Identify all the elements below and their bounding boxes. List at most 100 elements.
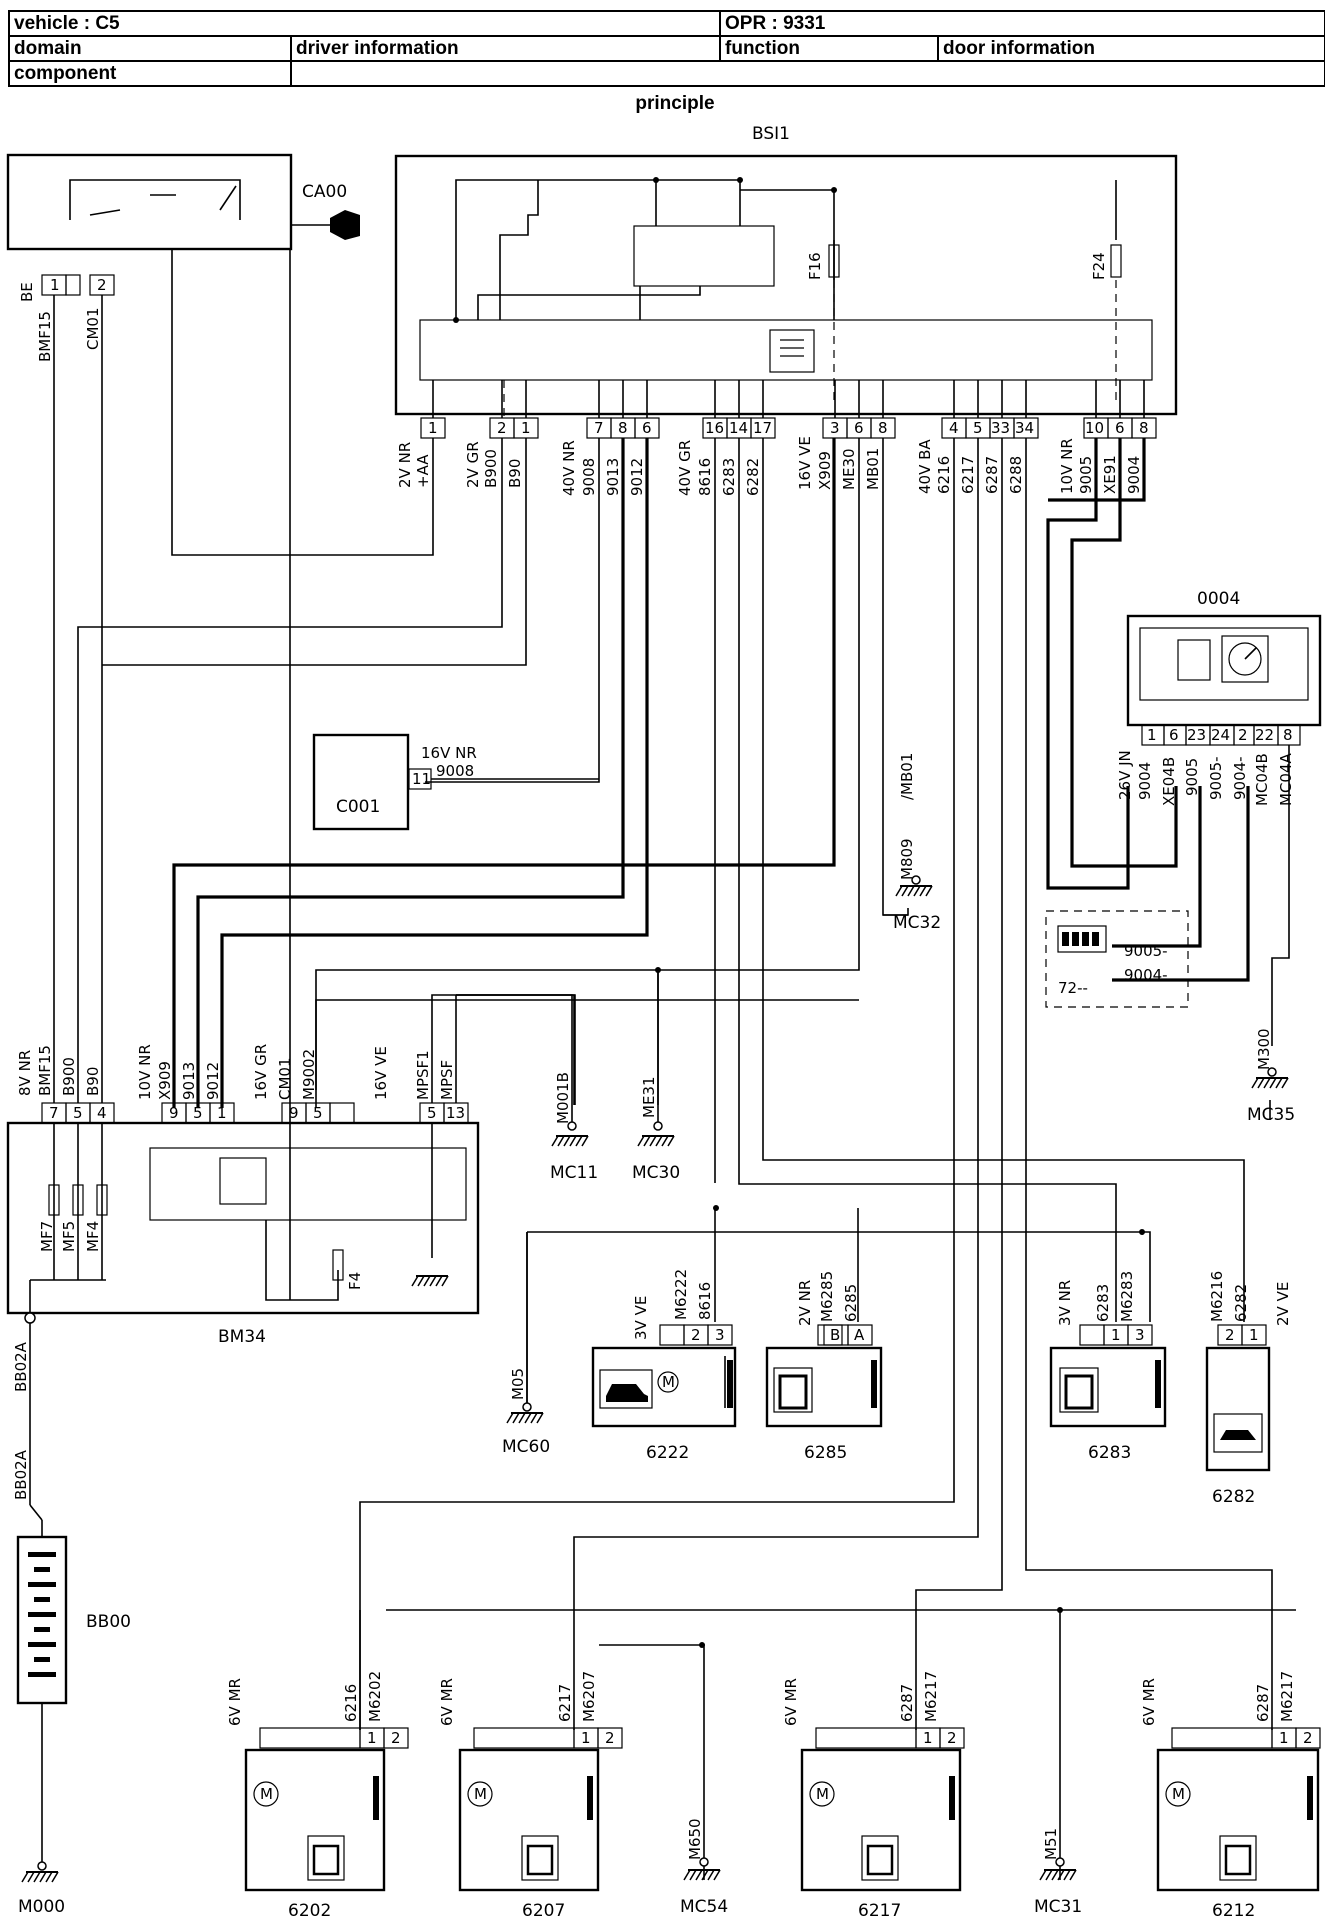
function-label: function xyxy=(719,35,940,62)
door-unit-6202: 6V MR 6216 M6202 1 2 M 6202 xyxy=(226,1671,409,1920)
bm34-wire-labels: 8V NR BMF15 B900 B90 10V NR X909 9013 90… xyxy=(16,1044,456,1100)
door-open-icon xyxy=(773,1367,813,1413)
svg-text:6: 6 xyxy=(642,419,652,437)
svg-text:24: 24 xyxy=(1211,726,1230,744)
mc11-label: MC11 xyxy=(550,1163,598,1183)
door-open-icon xyxy=(1059,1367,1099,1413)
svg-text:8616: 8616 xyxy=(696,1282,714,1320)
svg-text:B90: B90 xyxy=(506,459,524,488)
opr-cell: OPR : 9331 xyxy=(719,10,1325,37)
mf7-label: MF7 xyxy=(38,1221,56,1252)
door-icon xyxy=(1219,1835,1257,1881)
svg-text:2: 2 xyxy=(691,1326,701,1344)
svg-text:8: 8 xyxy=(618,419,628,437)
svg-text:1: 1 xyxy=(1111,1326,1121,1344)
m809-label: M809 xyxy=(898,838,916,880)
svg-text:ME30: ME30 xyxy=(840,448,858,490)
svg-text:M: M xyxy=(816,1785,829,1803)
svg-text:M6202: M6202 xyxy=(366,1671,384,1722)
f4-label: F4 xyxy=(346,1272,364,1290)
mc31-label: MC31 xyxy=(1034,1897,1082,1917)
svg-text:17: 17 xyxy=(753,419,772,437)
svg-text:5: 5 xyxy=(427,1104,437,1122)
svg-text:2: 2 xyxy=(97,276,107,294)
svg-text:M6283: M6283 xyxy=(1118,1271,1136,1322)
svg-text:6287: 6287 xyxy=(898,1684,916,1722)
svg-text:6: 6 xyxy=(854,419,864,437)
svg-text:6285: 6285 xyxy=(842,1284,860,1322)
svg-text:6V MR: 6V MR xyxy=(226,1678,244,1726)
svg-text:6207: 6207 xyxy=(522,1901,565,1920)
bb02a-label-2: BB02A xyxy=(12,1449,30,1500)
svg-text:16V GR: 16V GR xyxy=(252,1044,270,1100)
svg-text:CM01: CM01 xyxy=(276,1057,294,1100)
ca00-cm01: CM01 xyxy=(84,307,102,350)
svg-text:6V MR: 6V MR xyxy=(438,1678,456,1726)
door-unit-6212: 6V MR 6287 M6217 1 2 M 6212 xyxy=(1140,1671,1321,1920)
mc60-label: MC60 xyxy=(502,1437,550,1457)
mf5-label: MF5 xyxy=(60,1221,78,1252)
svg-text:26V JN: 26V JN xyxy=(1116,750,1134,800)
m300-label: M300 xyxy=(1255,1028,1273,1070)
svg-text:9012: 9012 xyxy=(628,458,646,496)
svg-text:9004: 9004 xyxy=(1125,456,1143,494)
svg-text:6217: 6217 xyxy=(858,1901,901,1920)
svg-text:40V NR: 40V NR xyxy=(560,440,578,496)
door-unit-6207: 6V MR 6217 M6207 1 2 M 6207 xyxy=(438,1671,623,1920)
svg-text:XE91: XE91 xyxy=(1101,455,1119,494)
car-icon xyxy=(599,1369,653,1409)
svg-text:B90: B90 xyxy=(84,1067,102,1096)
svg-text:1: 1 xyxy=(50,276,60,294)
svg-text:9004: 9004 xyxy=(1136,762,1154,800)
svg-text:40V GR: 40V GR xyxy=(676,440,694,496)
cluster-label: 0004 xyxy=(1197,589,1240,609)
svg-text:6V MR: 6V MR xyxy=(782,1678,800,1726)
svg-text:M6207: M6207 xyxy=(580,1671,598,1722)
svg-text:33: 33 xyxy=(991,419,1010,437)
m05-label: M05 xyxy=(509,1368,527,1400)
svg-text:3V VE: 3V VE xyxy=(632,1296,650,1340)
svg-text:23: 23 xyxy=(1187,726,1206,744)
svg-text:5: 5 xyxy=(973,419,983,437)
motor-icon xyxy=(467,1781,493,1807)
bm34-connectors: 7 5 4 9 5 1 9 5 5 13 xyxy=(41,1102,469,1124)
svg-text:9013: 9013 xyxy=(604,458,622,496)
cluster-box xyxy=(1126,614,1322,727)
cluster-wire-labels: 26V JN 9004 XE04B 9005 9005- 9004- MC04B… xyxy=(1116,750,1295,806)
c001-wire: 9008 xyxy=(436,762,474,780)
svg-text:1: 1 xyxy=(367,1729,377,1747)
svg-text:B: B xyxy=(830,1326,840,1344)
m650-label: M650 xyxy=(686,1818,704,1860)
c001-box xyxy=(312,733,410,831)
bb00-label: BB00 xyxy=(86,1612,131,1632)
bsi-module xyxy=(419,319,1153,381)
svg-text:M6216: M6216 xyxy=(1208,1271,1226,1322)
m001b-label: M001B xyxy=(554,1072,572,1124)
mf4-label: MF4 xyxy=(84,1221,102,1252)
svg-text:XE04B: XE04B xyxy=(1160,757,1178,806)
svg-text:1: 1 xyxy=(1279,1729,1289,1747)
c001-label: C001 xyxy=(336,797,380,817)
switch-6282: M6216 6282 2V VE 2 1 6282 xyxy=(1205,1271,1292,1507)
bm34-ic-icon xyxy=(219,1157,267,1205)
motor-icon xyxy=(809,1781,835,1807)
svg-text:3: 3 xyxy=(830,419,840,437)
vehicle-cell: vehicle : C5 xyxy=(7,10,722,37)
diag-9005: 9005- xyxy=(1124,942,1168,960)
svg-text:A: A xyxy=(854,1326,865,1344)
svg-text:MB01: MB01 xyxy=(864,448,882,490)
svg-text:6283: 6283 xyxy=(720,458,738,496)
svg-text:BMF15: BMF15 xyxy=(36,1045,54,1096)
svg-text:M: M xyxy=(474,1785,487,1803)
svg-text:8: 8 xyxy=(878,419,888,437)
svg-text:4: 4 xyxy=(97,1104,107,1122)
svg-text:9012: 9012 xyxy=(204,1062,222,1100)
principle-heading: principle xyxy=(635,93,715,114)
svg-text:11: 11 xyxy=(412,770,431,788)
mc30-label: MC30 xyxy=(632,1163,680,1183)
svg-text:M: M xyxy=(662,1373,675,1391)
svg-text:3: 3 xyxy=(1135,1326,1145,1344)
svg-text:M6285: M6285 xyxy=(818,1271,836,1322)
svg-text:2V GR: 2V GR xyxy=(464,441,482,488)
